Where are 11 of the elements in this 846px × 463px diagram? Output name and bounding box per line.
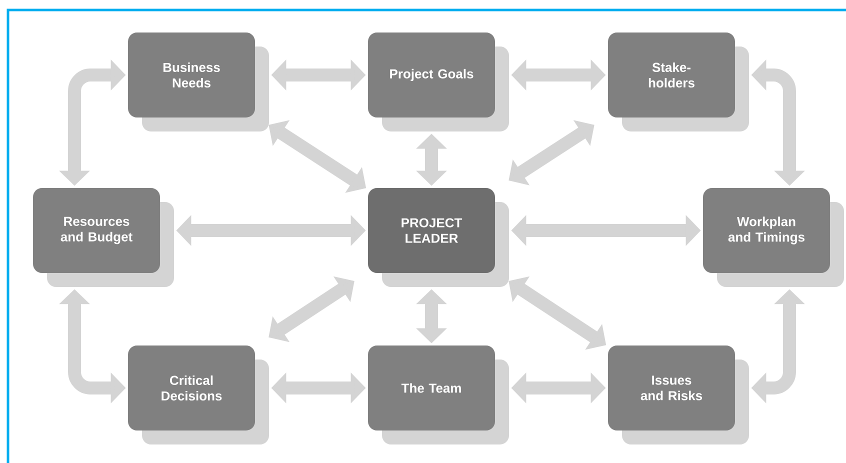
process-box: Stake-holders [608, 32, 749, 132]
process-box: Workplan and Timings [703, 188, 844, 287]
process-box: Resources and Budget [33, 188, 174, 287]
process-box: Business Needs [128, 32, 269, 132]
process-box: The Team [368, 345, 509, 444]
process-box: Project Goals [368, 32, 509, 132]
process-box: Issues and Risks [608, 345, 749, 444]
double-arrow [268, 276, 354, 342]
double-arrow [508, 120, 594, 186]
process-box: PROJECT LEADER [368, 188, 509, 287]
process-box: Critical Decisions [128, 345, 269, 444]
